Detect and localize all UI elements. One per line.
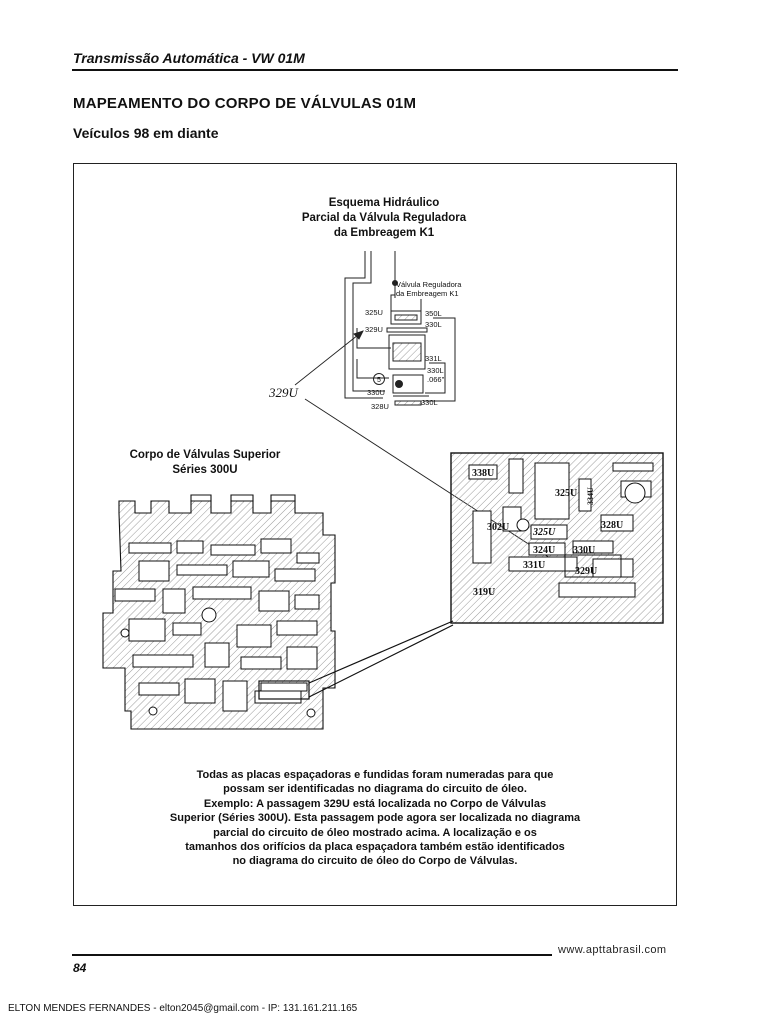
label-350L: 350L bbox=[425, 309, 442, 318]
label-066: .066" bbox=[427, 375, 445, 384]
zoom-label-329U: 329U bbox=[575, 566, 597, 577]
label-5: 5 bbox=[377, 377, 381, 384]
upper-body-title: Corpo de Válvulas Superior Séries 300U bbox=[130, 449, 281, 476]
figure-caption: Todas as placas espaçadoras e fundidas f… bbox=[150, 768, 600, 869]
label-330U: 330U bbox=[367, 388, 385, 397]
valve-label-line-2: da Embreagem K1 bbox=[396, 289, 459, 298]
caption-line: no diagrama do circuito de óleo do Corpo… bbox=[232, 855, 518, 868]
label-325U: 325U bbox=[365, 308, 383, 317]
plate-channels bbox=[114, 538, 320, 718]
label-330L-a: 330L bbox=[425, 320, 442, 329]
hydraulic-schematic bbox=[344, 251, 456, 406]
callout-329U: 329U bbox=[268, 385, 300, 400]
label-330L-b: 330L bbox=[427, 366, 444, 375]
caption-line: possam ser identificadas no diagrama do … bbox=[223, 783, 527, 796]
zoom-label-324U: 324U bbox=[533, 545, 555, 556]
page-subtitle: Veículos 98 em diante bbox=[73, 125, 219, 141]
zoomed-detail: 338U 325U 334U 302U 325U 328U 324U 330U … bbox=[450, 452, 664, 624]
caption-line: tamanhos dos orifícios da placa espaçado… bbox=[185, 841, 565, 854]
schematic-labels: Válvula Reguladora da Embreagem K1 325U … bbox=[365, 280, 462, 411]
header-title: Transmissão Automática - VW 01M bbox=[73, 50, 305, 66]
label-329U-schematic: 329U bbox=[365, 325, 383, 334]
download-watermark: ELTON MENDES FERNANDES - elton2045@gmail… bbox=[8, 1003, 358, 1014]
zoom-label-325U-b: 325U bbox=[532, 527, 556, 538]
valve-label-line-1: Válvula Reguladora bbox=[396, 280, 462, 289]
zoom-label-325U-a: 325U bbox=[555, 488, 577, 499]
zoom-label-330U: 330U bbox=[573, 545, 595, 556]
hydraulic-title-line-3: da Embreagem K1 bbox=[334, 227, 435, 239]
label-331L: 331L bbox=[425, 354, 442, 363]
zoom-label-302U: 302U bbox=[487, 522, 509, 533]
upper-valve-body-plate bbox=[102, 494, 336, 730]
caption-line: Exemplo: A passagem 329U está localizada… bbox=[203, 797, 547, 810]
zoom-label-338U: 338U bbox=[472, 468, 494, 479]
upper-body-title-line-2: Séries 300U bbox=[172, 464, 237, 476]
zoom-label-334U: 334U bbox=[586, 487, 595, 505]
zoom-label-319U: 319U bbox=[473, 587, 495, 598]
caption-line: Todas as placas espaçadoras e fundidas f… bbox=[196, 769, 554, 781]
footer-rule bbox=[72, 954, 552, 956]
page-title: MAPEAMENTO DO CORPO DE VÁLVULAS 01M bbox=[73, 95, 417, 112]
zoom-connectors bbox=[258, 620, 454, 700]
hydraulic-schematic-title: Esquema Hidráulico Parcial da Válvula Re… bbox=[302, 197, 467, 239]
caption-line: parcial do circuito de óleo mostrado aci… bbox=[213, 826, 537, 839]
hydraulic-title-line-2: Parcial da Válvula Reguladora bbox=[302, 212, 467, 224]
label-328U: 328U bbox=[371, 402, 389, 411]
figure-frame bbox=[73, 163, 677, 906]
valve-body-figure: Esquema Hidráulico Parcial da Válvula Re… bbox=[102, 197, 664, 730]
hydraulic-title-line-1: Esquema Hidráulico bbox=[329, 197, 440, 209]
label-330L-c: 330L bbox=[421, 398, 438, 407]
zoom-label-331U: 331U bbox=[523, 560, 545, 571]
page-number: 84 bbox=[73, 961, 87, 975]
header-rule bbox=[72, 69, 678, 71]
zoom-label-328U: 328U bbox=[601, 520, 623, 531]
footer-website-link[interactable]: www.apttabrasil.com bbox=[558, 944, 667, 956]
caption-line: Superior (Séries 300U). Esta passagem po… bbox=[169, 812, 581, 825]
upper-body-title-line-1: Corpo de Válvulas Superior bbox=[130, 449, 281, 461]
